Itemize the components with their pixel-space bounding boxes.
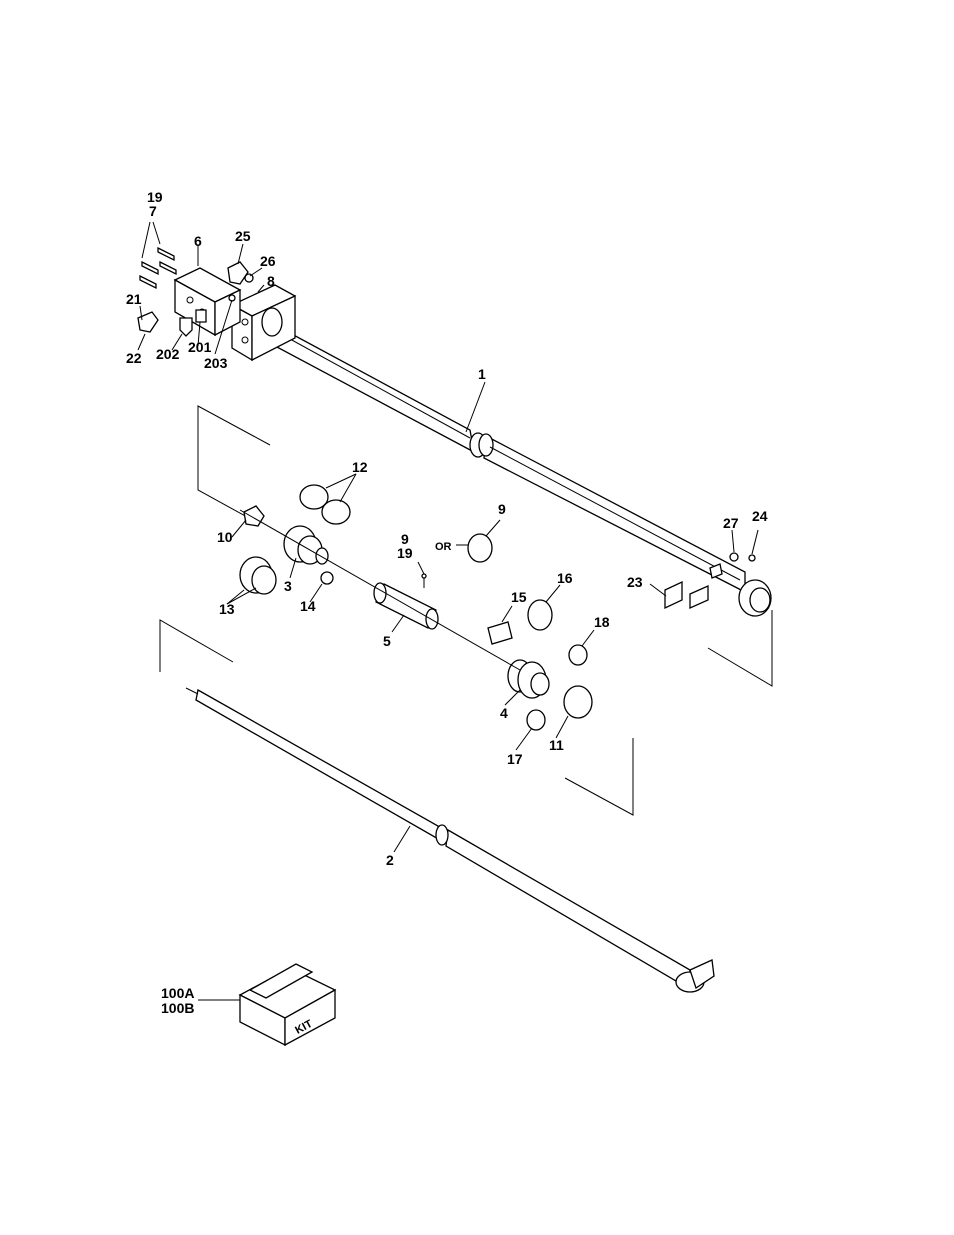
callout-8: 8 <box>267 273 275 289</box>
callout-26: 26 <box>260 253 276 269</box>
callout-201: 201 <box>188 339 212 355</box>
callout-16: 16 <box>557 570 573 586</box>
callout-11: 11 <box>549 737 564 753</box>
callout-1: 1 <box>478 366 486 382</box>
callout-203: 203 <box>204 355 228 371</box>
callout-25: 25 <box>235 228 251 244</box>
callout-22: 22 <box>126 350 142 366</box>
o-rings <box>467 533 593 731</box>
callout-23: 23 <box>627 574 643 590</box>
callout-12: 12 <box>352 459 368 475</box>
hydraulic-fittings <box>137 261 254 337</box>
mounting-bolts <box>139 246 177 290</box>
callout-21: 21 <box>126 291 142 307</box>
cylinder-barrel <box>259 316 746 594</box>
callout-14: 14 <box>300 598 316 614</box>
rod-centerline <box>239 509 521 671</box>
gland-assembly <box>239 484 351 595</box>
callout-4: 4 <box>500 705 508 721</box>
callout-18: 18 <box>594 614 610 630</box>
piston-spacer <box>373 573 439 630</box>
callout-100a: 100A <box>161 985 194 1001</box>
callout-19-top: 19 <box>147 189 163 205</box>
callout-labels: 19 7 6 25 26 8 21 22 202 201 203 1 12 9 … <box>126 189 768 1037</box>
piston-rod <box>185 687 715 993</box>
callout-27: 27 <box>723 515 739 531</box>
frame-lines <box>159 405 773 816</box>
callout-19-pin: 19 <box>397 545 413 561</box>
leader-lines <box>137 221 759 1001</box>
callout-13: 13 <box>219 601 235 617</box>
callout-15: 15 <box>511 589 527 605</box>
callout-10: 10 <box>217 529 233 545</box>
or-label: OR <box>435 541 452 553</box>
callout-3: 3 <box>284 578 292 594</box>
callout-2: 2 <box>386 852 394 868</box>
rod-end-cap <box>664 552 772 617</box>
callout-9-right: 9 <box>498 501 506 517</box>
valve-manifold <box>173 267 242 337</box>
callout-202: 202 <box>156 346 180 362</box>
callout-6: 6 <box>194 233 202 249</box>
callout-5: 5 <box>383 633 391 649</box>
callout-7: 7 <box>149 203 157 219</box>
seal-kit-box <box>238 963 337 1047</box>
callout-9-left: 9 <box>401 531 409 547</box>
callout-100b: 100B <box>161 1000 194 1016</box>
piston <box>507 659 550 699</box>
callout-17: 17 <box>507 751 523 767</box>
callout-24: 24 <box>752 508 768 524</box>
